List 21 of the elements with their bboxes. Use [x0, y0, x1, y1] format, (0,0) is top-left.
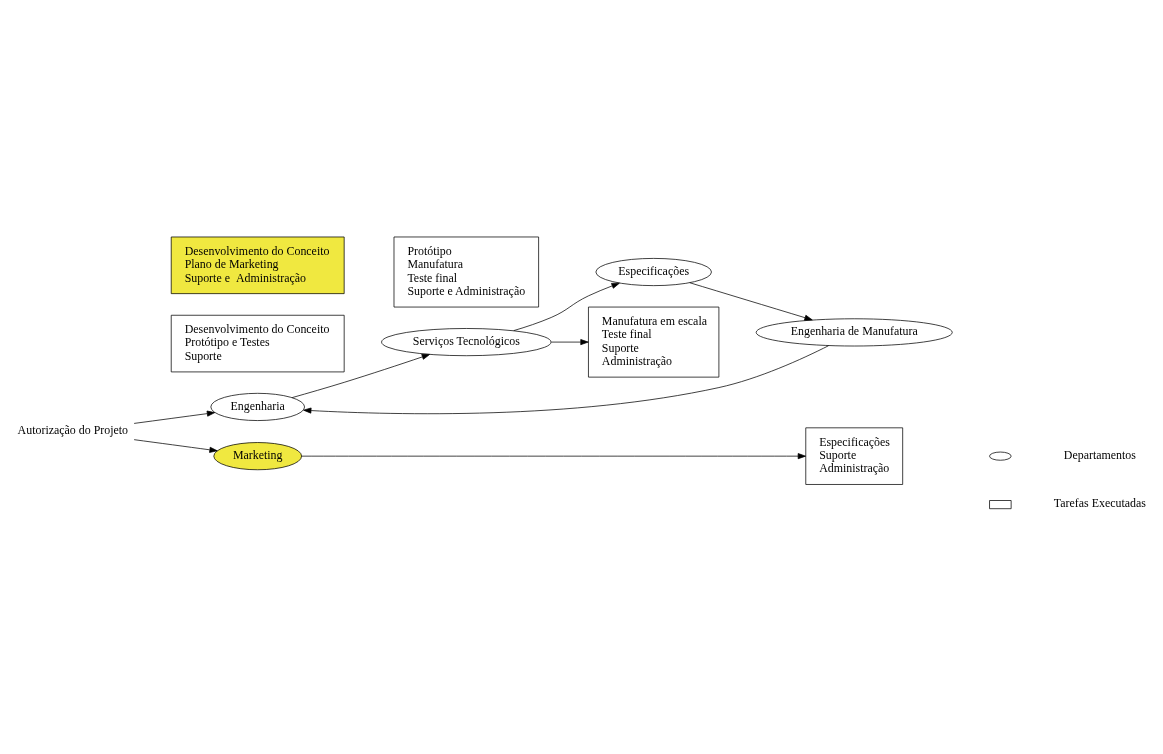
- node-box: Especificações Suporte Administração: [805, 426, 904, 485]
- arrow: [550, 338, 589, 345]
- node-box: Desenvolvimento do Conceito Protótipo e Testes Suporte: [170, 314, 345, 372]
- node-box: Desenvolvimento do Conceito Plano de Marketing Suporte e Administração: [170, 236, 345, 294]
- legend-label: Tarefas Executadas: [1053, 495, 1146, 510]
- legend-label: Departamentos: [1063, 447, 1136, 462]
- arrow: [133, 438, 218, 453]
- node-ellipse: Engenharia: [210, 392, 305, 421]
- node-ellipse: Marketing: [213, 441, 302, 470]
- arrow: [133, 410, 216, 424]
- arrow: [689, 281, 813, 321]
- arrow: [513, 282, 620, 331]
- node-ellipse: Engenharia de Manufatura: [755, 317, 953, 346]
- arrow: [291, 353, 430, 398]
- node-ellipse: Serviços Tecnológicos: [381, 327, 552, 356]
- arrow: [303, 344, 829, 414]
- node-box: Protótipo Manufatura Teste final Suporte e Administração: [393, 236, 539, 307]
- node-box: Manufatura em escala Teste final Suporte Administração: [588, 306, 720, 377]
- arrow: [301, 452, 806, 459]
- node-text: Autorização do Projeto: [17, 422, 129, 437]
- node-ellipse: Especificações: [595, 257, 712, 286]
